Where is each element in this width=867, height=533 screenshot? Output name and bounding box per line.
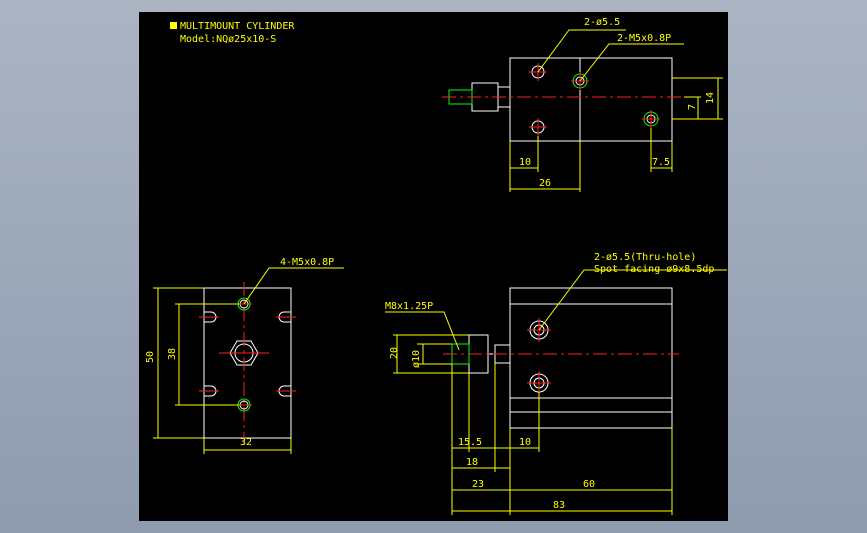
dim-83: 83 [553, 500, 565, 511]
dim-18: 18 [466, 457, 478, 468]
rod-thread-leader [385, 311, 460, 351]
dim-7: 7 [687, 104, 698, 110]
dim-10-side: 10 [519, 437, 531, 448]
end-thread-leader [243, 267, 344, 305]
dim-phi10: ø10 [411, 350, 422, 368]
dim-7-5: 7.5 [652, 157, 670, 168]
title-block: MULTIMOUNT CYLINDER Model:NQø25x10-S [170, 21, 295, 45]
title-marker-icon [170, 22, 177, 29]
side-body-outline [509, 287, 673, 429]
rod-thread-callout: M8x1.25P [385, 301, 433, 312]
dim-60: 60 [583, 479, 595, 490]
top-body-outline [509, 57, 673, 142]
dim-20: 20 [389, 347, 400, 359]
model-number: Model:NQø25x10-S [180, 34, 276, 45]
dim-14: 14 [705, 92, 716, 104]
cad-drawing: MULTIMOUNT CYLINDER Model:NQø25x10-S [145, 17, 727, 515]
top-view: 2-ø5.5 2-M5x0.8P 14 7 10 7.5 26 [442, 17, 723, 192]
top-thread-leader [579, 43, 684, 82]
top-hole-leader [537, 29, 626, 73]
side-view: 2-ø5.5(Thru-hole) Spot facing ø9x8.5dp M… [385, 252, 727, 515]
dim-50: 50 [145, 351, 156, 363]
drawing-title: MULTIMOUNT CYLINDER [180, 21, 295, 32]
side-hole-leader [538, 269, 727, 331]
end-body-outline [203, 287, 292, 439]
side-hole-callout-1: 2-ø5.5(Thru-hole) [594, 252, 696, 263]
end-thread-callout: 4-M5x0.8P [280, 257, 334, 268]
top-thread-hole-2 [642, 110, 660, 128]
drawing-viewport: MULTIMOUNT CYLINDER Model:NQø25x10-S [139, 12, 728, 521]
side-hole-lower [527, 371, 551, 395]
end-slots [199, 311, 296, 397]
dim-32: 32 [240, 437, 252, 448]
dim-10-top: 10 [519, 157, 531, 168]
dim-26: 26 [539, 178, 551, 189]
dim-15-5: 15.5 [458, 437, 482, 448]
end-view: 4-M5x0.8P 50 38 32 [145, 257, 344, 454]
dim-23: 23 [472, 479, 484, 490]
dim-38: 38 [167, 348, 178, 360]
side-hole-callout-2: Spot facing ø9x8.5dp [594, 264, 714, 275]
top-hole-callout: 2-ø5.5 [584, 17, 620, 28]
top-hole-lower-left [529, 118, 547, 136]
top-thread-callout: 2-M5x0.8P [617, 33, 671, 44]
